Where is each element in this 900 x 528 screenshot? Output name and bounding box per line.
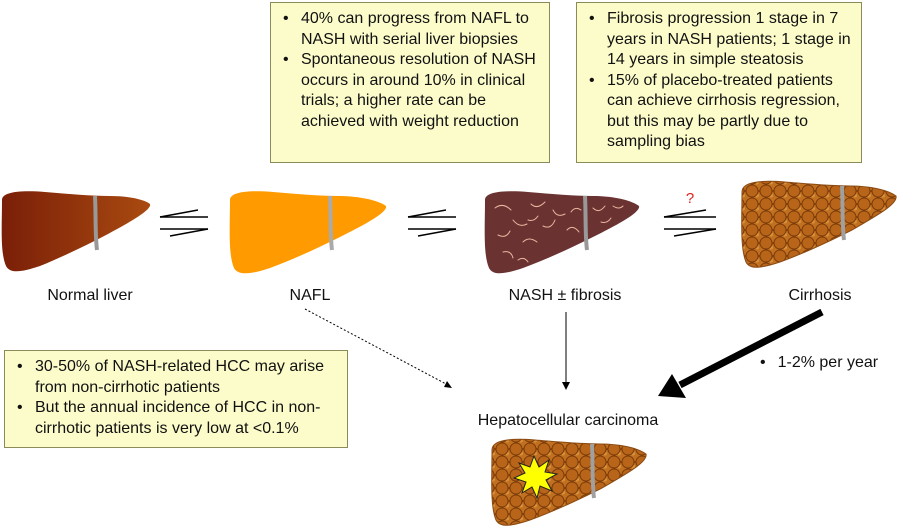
stage-label-cirrhosis: Cirrhosis	[788, 287, 852, 304]
list-item: But the annual incidence of HCC in non-c…	[13, 398, 339, 439]
stage-label-nafl: NAFL	[289, 287, 331, 304]
fibrosis-progression-box: Fibrosis progression 1 stage in 7 years …	[576, 2, 862, 163]
list-item: Fibrosis progression 1 stage in 7 years …	[585, 9, 853, 71]
thick-arrow-cirrhosis-hcc	[658, 308, 824, 398]
uncertain-regression-mark: ?	[685, 190, 695, 207]
cirrhosis-hcc-rate: • 1-2% per year	[760, 354, 878, 372]
stage-label-hcc: Hepatocellular carcinoma	[477, 412, 659, 429]
list-item: 40% can progress from NAFL to NASH with …	[279, 9, 541, 50]
normal-liver-icon	[1, 191, 151, 272]
rate-text: 1-2% per year	[777, 354, 879, 371]
dotted-arrow-nafl-hcc	[304, 308, 452, 388]
reversible-arrow-nafl-nash	[407, 209, 457, 237]
nafl-nash-progression-box: 40% can progress from NAFL to NASH with …	[270, 2, 550, 163]
noncirrhotic-hcc-box: 30-50% of NASH-related HCC may arise fro…	[4, 350, 348, 448]
cirrhosis-liver-icon	[741, 180, 897, 268]
list-item: 30-50% of NASH-related HCC may arise fro…	[13, 357, 339, 398]
stage-label-nash: NASH ± fibrosis	[508, 287, 622, 304]
nafl-liver-icon	[229, 191, 387, 274]
hcc-liver-icon	[491, 438, 647, 526]
reversible-arrow-nash-cirrhosis	[663, 209, 717, 237]
bullet: •	[760, 354, 766, 371]
tumor-burst-icon	[512, 454, 559, 500]
list-item: Spontaneous resolution of NASH occurs in…	[279, 50, 541, 132]
reversible-arrow-normal-nafl	[159, 209, 209, 237]
nash-liver-icon	[484, 191, 640, 274]
stage-label-normal: Normal liver	[47, 287, 133, 304]
arrow-nash-hcc	[562, 312, 570, 390]
list-item: 15% of placebo-treated patients can achi…	[585, 71, 853, 153]
